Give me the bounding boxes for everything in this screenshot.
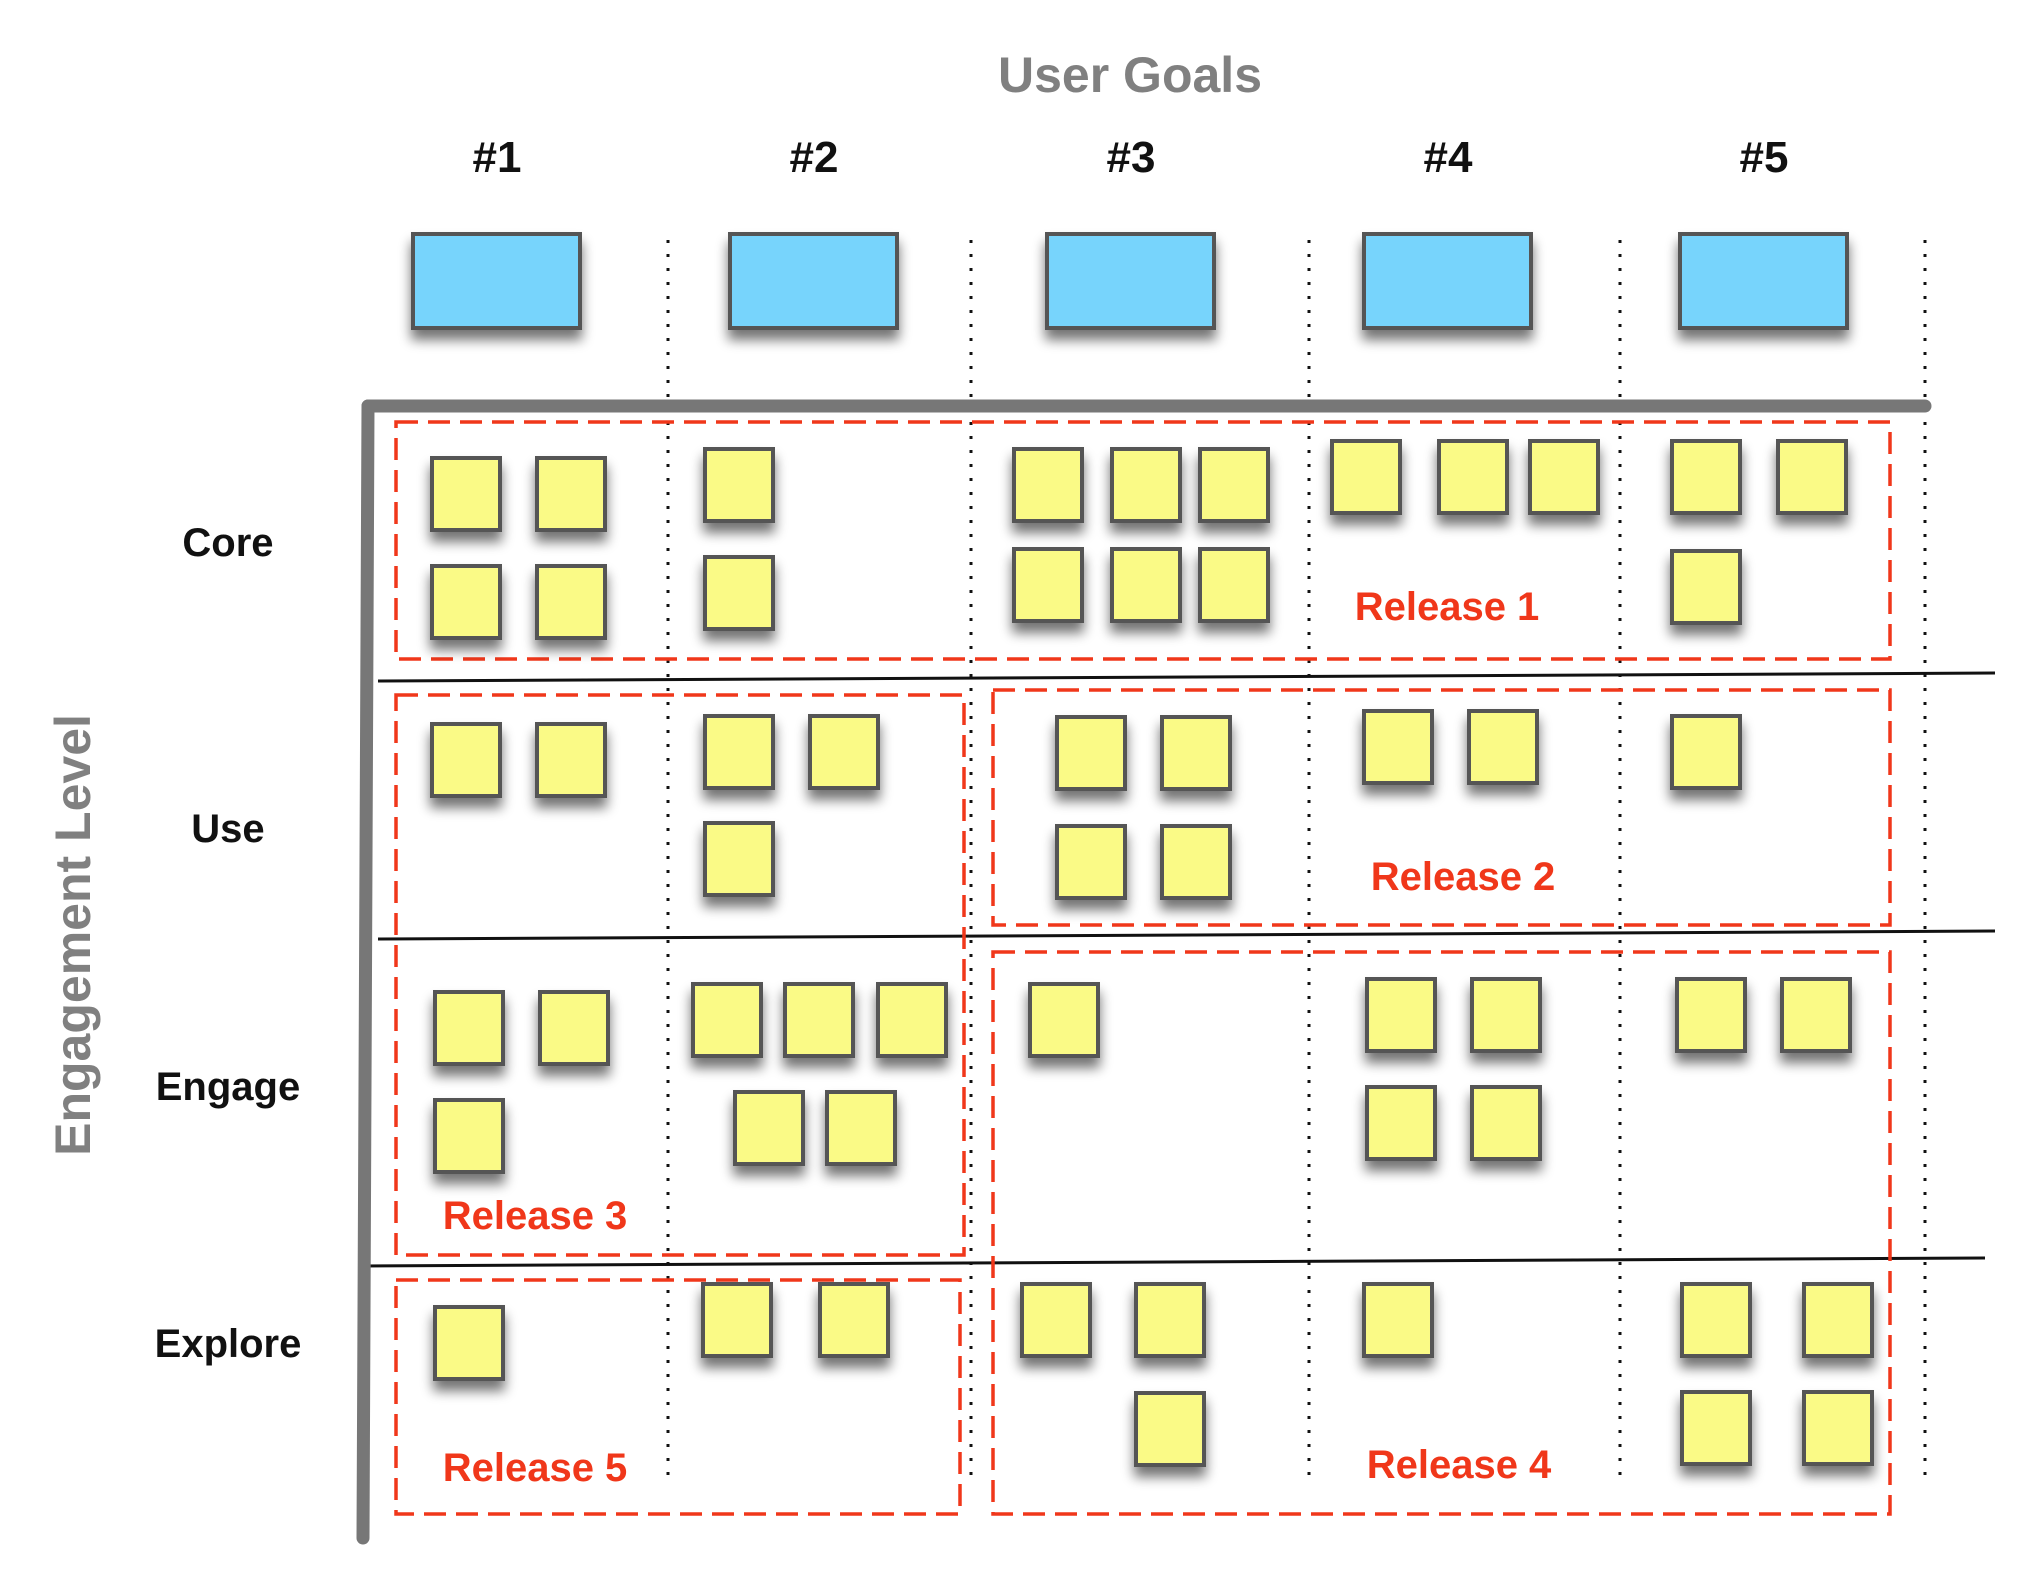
story-card	[1680, 1390, 1752, 1466]
story-card	[1365, 977, 1437, 1053]
row-labels: Core Use Engage Explore	[155, 521, 302, 1366]
story-card	[703, 821, 775, 897]
goal-card	[1678, 232, 1849, 330]
row-separator	[377, 671, 1996, 683]
story-card	[433, 1305, 505, 1381]
row-label-use: Use	[191, 807, 264, 851]
release-5-boundary	[394, 1278, 962, 1516]
goal-card	[1362, 232, 1533, 330]
story-card	[1012, 447, 1084, 523]
row-label-explore: Explore	[155, 1322, 302, 1366]
row-label-core: Core	[182, 521, 273, 565]
user-goals-title: User Goals	[998, 47, 1262, 103]
story-card	[430, 564, 502, 640]
goal-label-1: #1	[473, 133, 522, 182]
story-card	[1437, 439, 1509, 515]
release-3-boundary	[394, 693, 966, 1257]
story-card	[1776, 439, 1848, 515]
goal-label-4: #4	[1424, 133, 1473, 182]
story-card	[1675, 977, 1747, 1053]
release-2-label: Release 2	[1371, 855, 1556, 899]
story-card	[538, 990, 610, 1066]
story-card	[535, 722, 607, 798]
story-card	[1055, 715, 1127, 791]
story-card	[733, 1090, 805, 1166]
goal-label-3: #3	[1107, 133, 1156, 182]
story-card	[783, 982, 855, 1058]
story-card	[535, 456, 607, 532]
story-card	[1198, 547, 1270, 623]
goal-headers: #1 #2 #3 #4 #5	[473, 133, 1789, 182]
story-card	[876, 982, 948, 1058]
story-card	[703, 555, 775, 631]
story-card	[1680, 1282, 1752, 1358]
story-card	[1198, 447, 1270, 523]
story-card	[691, 982, 763, 1058]
story-card	[1134, 1391, 1206, 1467]
release-1-boundary	[394, 420, 1892, 661]
story-card	[818, 1282, 890, 1358]
story-card	[1780, 977, 1852, 1053]
story-card	[1470, 977, 1542, 1053]
vertical-axis	[356, 399, 375, 1545]
story-card	[808, 714, 880, 790]
story-card	[1110, 547, 1182, 623]
story-card	[433, 990, 505, 1066]
story-card	[1055, 824, 1127, 900]
row-separator	[361, 1256, 1986, 1268]
story-card	[1802, 1390, 1874, 1466]
row-label-engage: Engage	[156, 1065, 300, 1109]
story-card	[1110, 447, 1182, 523]
story-card	[1670, 439, 1742, 515]
goal-card	[1045, 232, 1216, 330]
release-1-label: Release 1	[1355, 585, 1540, 629]
story-cards	[430, 439, 1874, 1467]
story-card	[1160, 715, 1232, 791]
engagement-level-title: Engagement Level	[45, 714, 101, 1156]
release-boundaries	[394, 420, 1892, 1516]
story-card	[1470, 1085, 1542, 1161]
row-separators	[361, 671, 1996, 1268]
story-card	[430, 456, 502, 532]
goal-label-2: #2	[790, 133, 839, 182]
story-card	[1160, 824, 1232, 900]
goal-cards	[411, 232, 1849, 330]
row-separator	[377, 929, 1996, 941]
story-card	[535, 564, 607, 640]
story-card	[1670, 714, 1742, 790]
story-card	[703, 714, 775, 790]
story-card	[430, 722, 502, 798]
story-card	[1362, 709, 1434, 785]
story-card	[703, 447, 775, 523]
story-card	[1528, 439, 1600, 515]
story-card	[1802, 1282, 1874, 1358]
story-card	[1670, 549, 1742, 625]
release-labels: Release 1 Release 2 Release 3 Release 4 …	[443, 585, 1556, 1490]
release-2-boundary	[991, 688, 1892, 927]
story-card	[701, 1282, 773, 1358]
story-card	[1330, 439, 1402, 515]
story-card	[433, 1098, 505, 1174]
story-card	[1020, 1282, 1092, 1358]
release-5-label: Release 5	[443, 1446, 628, 1490]
release-4-label: Release 4	[1367, 1443, 1552, 1487]
release-4-boundary	[991, 950, 1892, 1516]
axis-frame	[356, 399, 1932, 1545]
story-card	[1467, 709, 1539, 785]
goal-card	[728, 232, 899, 330]
goal-card	[411, 232, 582, 330]
story-card	[825, 1090, 897, 1166]
story-card	[1012, 547, 1084, 623]
story-card	[1362, 1282, 1434, 1358]
release-3-label: Release 3	[443, 1194, 628, 1238]
story-card	[1134, 1282, 1206, 1358]
story-card	[1028, 982, 1100, 1058]
story-card	[1365, 1085, 1437, 1161]
goal-label-5: #5	[1740, 133, 1789, 182]
